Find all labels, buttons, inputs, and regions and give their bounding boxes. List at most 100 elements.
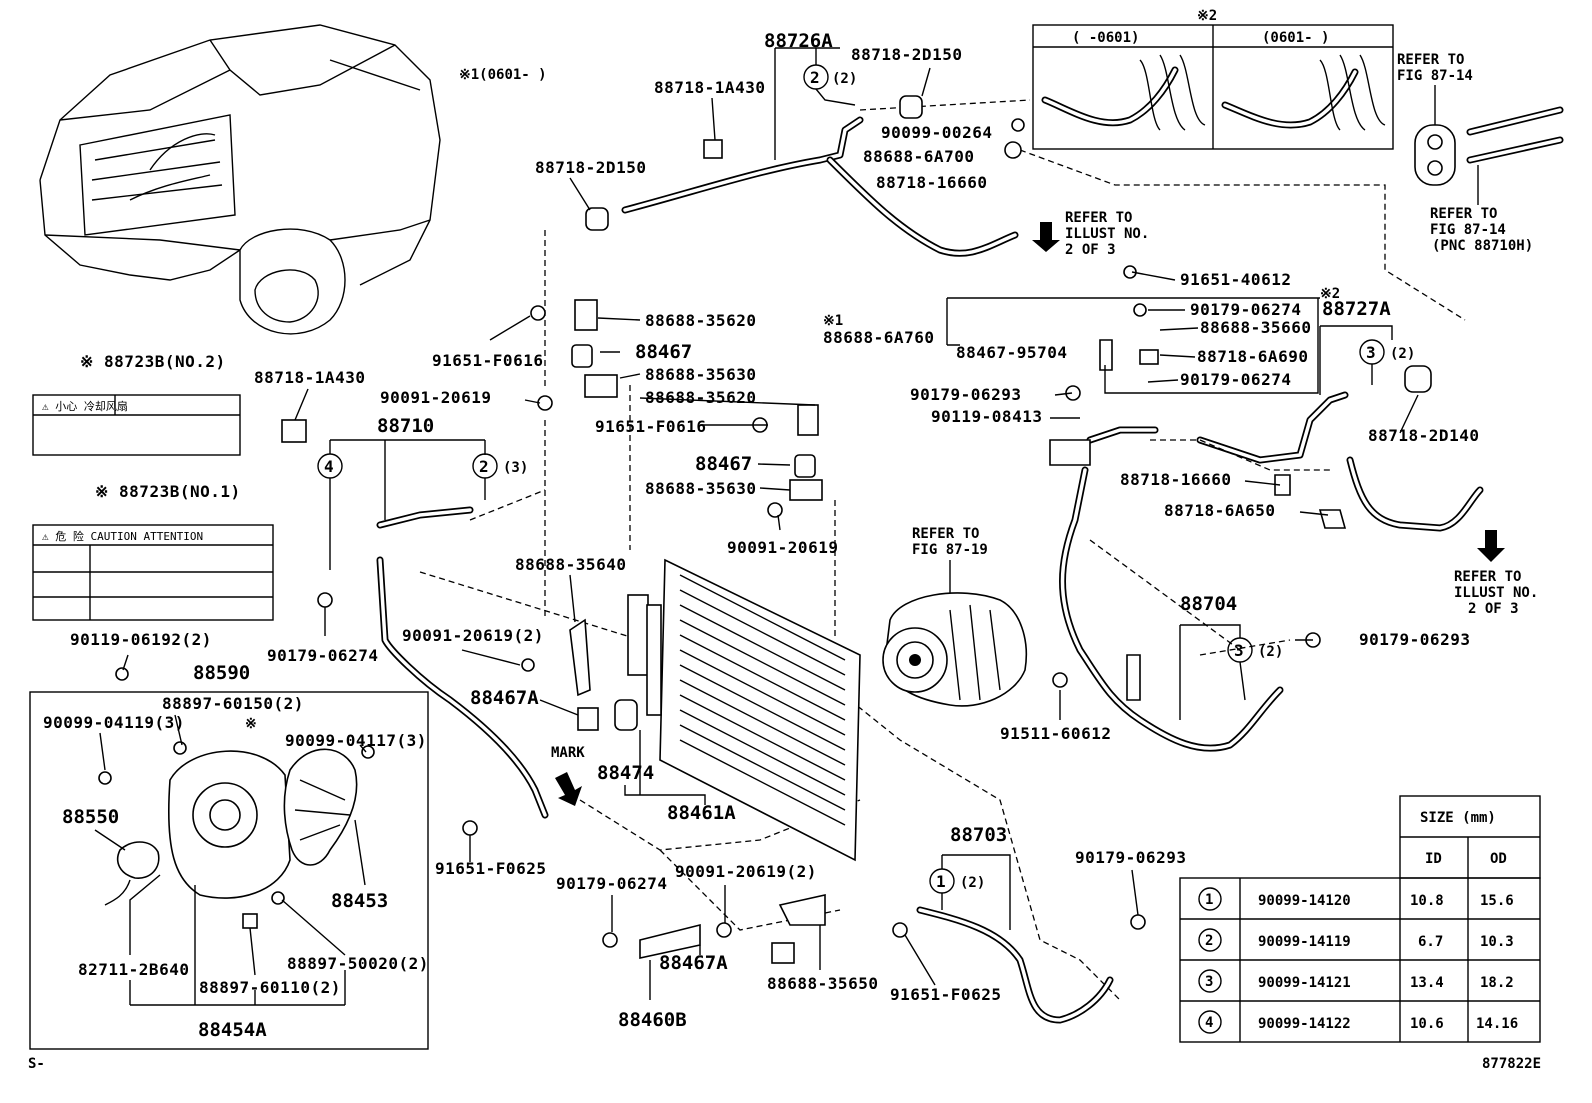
small-parts [98, 95, 1432, 964]
callout-qty: (2) [1390, 346, 1415, 362]
part-label-88704: 88704 [1180, 593, 1237, 615]
refer-text: 2 OF 3 [1065, 242, 1116, 258]
refer-text: 2 OF 3 [1468, 601, 1519, 617]
table-cell-od: 14.16 [1476, 1016, 1518, 1032]
part-label-90179-06293-top: 90179-06293 [910, 385, 1021, 404]
refer-text: FIG 87-14 [1430, 222, 1506, 238]
callouts: 2 (2) 3 (2) 4 2 (3) 3 (2) [317, 47, 1415, 930]
table-cell-num: 1 [1205, 892, 1213, 908]
part-label-88718-6A650: 88718-6A650 [1164, 501, 1275, 520]
part-label-90179-06274-r2: 90179-06274 [1180, 370, 1291, 389]
footer-left: S- [28, 1056, 45, 1072]
part-label-88688-35660: 88688-35660 [1200, 318, 1311, 337]
refer-text: REFER TO [1065, 210, 1132, 226]
part-label-88710: 88710 [377, 415, 434, 437]
part-label-88460B: 88460B [618, 1009, 687, 1031]
part-label-88688-6A760: 88688-6A760 [823, 328, 934, 347]
part-label-91651-F0625-a: 91651-F0625 [435, 859, 546, 878]
label-title: ※ 88723B(NO.2) [80, 352, 226, 371]
refer-illust-right: REFER TO ILLUST NO. 2 OF 3 [1454, 530, 1538, 617]
table-row: 1 90099-14120 10.8 15.6 [1198, 887, 1514, 911]
table-cell-part: 90099-14120 [1258, 893, 1351, 909]
refer-text: REFER TO [1397, 52, 1464, 68]
part-label-88461A: 88461A [667, 802, 736, 824]
table-row: 4 90099-14122 10.6 14.16 [1198, 1010, 1518, 1034]
mark-label: MARK [551, 745, 585, 761]
table-cell-id: 13.4 [1410, 975, 1444, 991]
refer-text: REFER TO [1454, 569, 1521, 585]
refer-fig-87-19: REFER TO FIG 87-19 [912, 526, 988, 600]
table-cell-id: 10.8 [1410, 893, 1444, 909]
part-label-90099-04119: 90099-04119(3) [43, 713, 185, 732]
part-label-90179-06293-bot: 90179-06293 [1075, 848, 1186, 867]
refer-fig-87-14-top: REFER TO FIG 87-14 [1397, 52, 1564, 186]
note-2-marker: ※2 [1197, 8, 1217, 24]
note-1-range: ※1(0601- ) [459, 67, 547, 83]
refer-text: ILLUST NO. [1454, 585, 1538, 601]
part-label-91651-F0616-a: 91651-F0616 [432, 351, 543, 370]
table-row: 2 90099-14119 6.7 10.3 [1198, 928, 1514, 952]
note-2-right-range: (0601- ) [1262, 30, 1329, 46]
vehicle-sketch [39, 24, 441, 335]
part-label-88718-2D150-top: 88718-2D150 [851, 45, 962, 64]
part-label-88550: 88550 [62, 806, 119, 828]
part-label-88467A-b: 88467A [659, 952, 728, 974]
callout-number: 1 [936, 872, 946, 891]
part-label-90099-04117: 90099-04117(3) [285, 731, 427, 750]
callout-number: 4 [324, 457, 334, 476]
table-row: 3 90099-14121 13.4 18.2 [1198, 969, 1514, 993]
callout-qty: (2) [832, 71, 857, 87]
callout-number: 2 [479, 457, 489, 476]
part-label-88454A: 88454A [198, 1019, 267, 1041]
table-cell-part: 90099-14121 [1258, 975, 1351, 991]
label-text: ⚠ 小心 冷却风扇 [42, 399, 128, 413]
part-label-91651-40612: 91651-40612 [1180, 270, 1291, 289]
part-label-88897-50020: 88897-50020(2) [287, 954, 429, 973]
part-label-88467-a: 88467 [635, 341, 692, 363]
callout-qty: (3) [503, 460, 528, 476]
table-cell-id: 6.7 [1418, 934, 1443, 950]
label-leaders [94, 67, 1419, 1006]
part-label-88688-35650: 88688-35650 [767, 974, 878, 993]
table-cell-id: 10.6 [1410, 1016, 1444, 1032]
condenser-88461A [627, 558, 861, 862]
part-label-90119-06192: 90119-06192(2) [70, 630, 212, 649]
part-label-88897-60110: 88897-60110(2) [199, 978, 341, 997]
part-label-90091-20619-bot: 90091-20619(2) [675, 862, 817, 881]
fan-blade-88453 [283, 748, 358, 866]
part-label-88688-35630-a: 88688-35630 [645, 365, 756, 384]
callout-2-top: 2 (2) [774, 47, 857, 160]
part-label-88718-16660-top: 88718-16660 [876, 173, 987, 192]
refrigerant-pipes [376, 116, 1484, 1024]
note-2-left-range: ( -0601) [1072, 30, 1139, 46]
part-labels: 88726A 88718-2D150 88718-1A430 90099-002… [43, 30, 1479, 1041]
table-cell-part: 90099-14122 [1258, 1016, 1351, 1032]
label-text: ⚠ 危 险 CAUTION ATTENTION [42, 529, 203, 543]
part-label-88718-6A690: 88718-6A690 [1197, 347, 1308, 366]
callout-1-bot: 1 (2) [929, 854, 1011, 930]
callout-number: 3 [1366, 343, 1376, 362]
refer-illust-upper: REFER TO ILLUST NO. 2 OF 3 [1032, 210, 1149, 258]
hose-size-table: SIZE (mm) ID OD 1 90099-14120 10.8 15.6 … [1179, 795, 1541, 1043]
table-header-id: ID [1425, 851, 1442, 867]
part-label-88718-2D140: 88718-2D140 [1368, 426, 1479, 445]
part-label-88688-6A700: 88688-6A700 [863, 147, 974, 166]
table-header-od: OD [1490, 851, 1507, 867]
part-label-88726A: 88726A [764, 30, 833, 52]
refer-fig-87-14-bottom: REFER TO FIG 87-14 (PNC 88710H) [1430, 165, 1533, 254]
callout-qty: (2) [1258, 644, 1283, 660]
part-label-90179-06274-left: 90179-06274 [267, 646, 378, 665]
table-cell-od: 18.2 [1480, 975, 1514, 991]
part-label-88718-16660-mid: 88718-16660 [1120, 470, 1231, 489]
part-label-88718-2D150-left: 88718-2D150 [535, 158, 646, 177]
part-label-88688-35640: 88688-35640 [515, 555, 626, 574]
part-label-91651-F0625-b: 91651-F0625 [890, 985, 1001, 1004]
refer-text: ILLUST NO. [1065, 226, 1149, 242]
refer-text: FIG 87-14 [1397, 68, 1473, 84]
part-label-88703: 88703 [950, 824, 1007, 846]
part-label-90091-20619-a: 90091-20619 [380, 388, 491, 407]
table-cell-num: 2 [1205, 933, 1213, 949]
part-label-88467-95704: 88467-95704 [956, 343, 1067, 362]
part-label-88718-1A430-left: 88718-1A430 [254, 368, 365, 387]
